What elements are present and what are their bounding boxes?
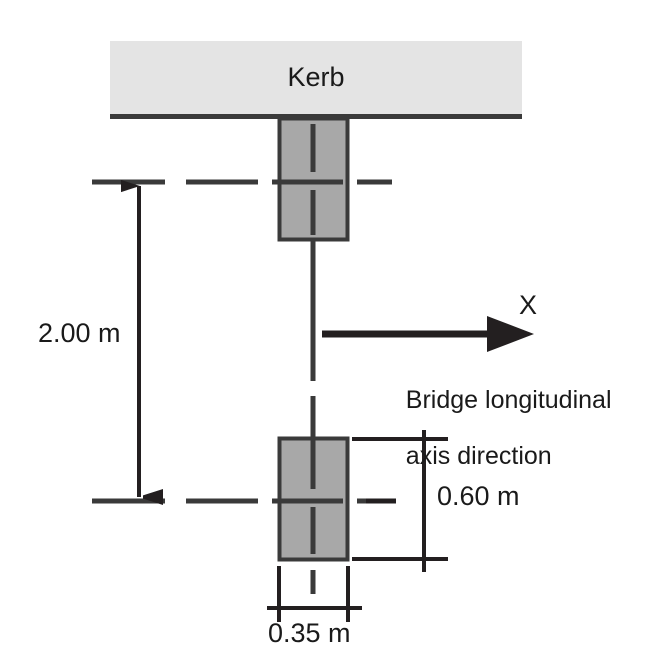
- kerb-body: [110, 41, 522, 116]
- axis-caption-line-1: Bridge longitudinal: [405, 386, 612, 414]
- axis-symbol-label: X: [519, 290, 538, 320]
- spacing-dimension-label: 2.00 m: [38, 318, 121, 348]
- kerb-slab: [110, 41, 522, 119]
- kerb-label: Kerb: [287, 62, 345, 92]
- post-height-dimension: [352, 430, 448, 572]
- axis-caption-line-2: axis direction: [405, 442, 552, 470]
- post-width-dimension-label: 0.35 m: [268, 618, 351, 648]
- bridge-axis-arrow: [310, 292, 534, 352]
- upper-post: [277, 116, 350, 242]
- post-width-dimension: [267, 566, 362, 622]
- axis-arrow-head: [487, 316, 534, 352]
- axis-caption-label: Bridge longitudinal axis direction: [378, 358, 612, 498]
- post-height-dimension-label: 0.60 m: [437, 481, 520, 511]
